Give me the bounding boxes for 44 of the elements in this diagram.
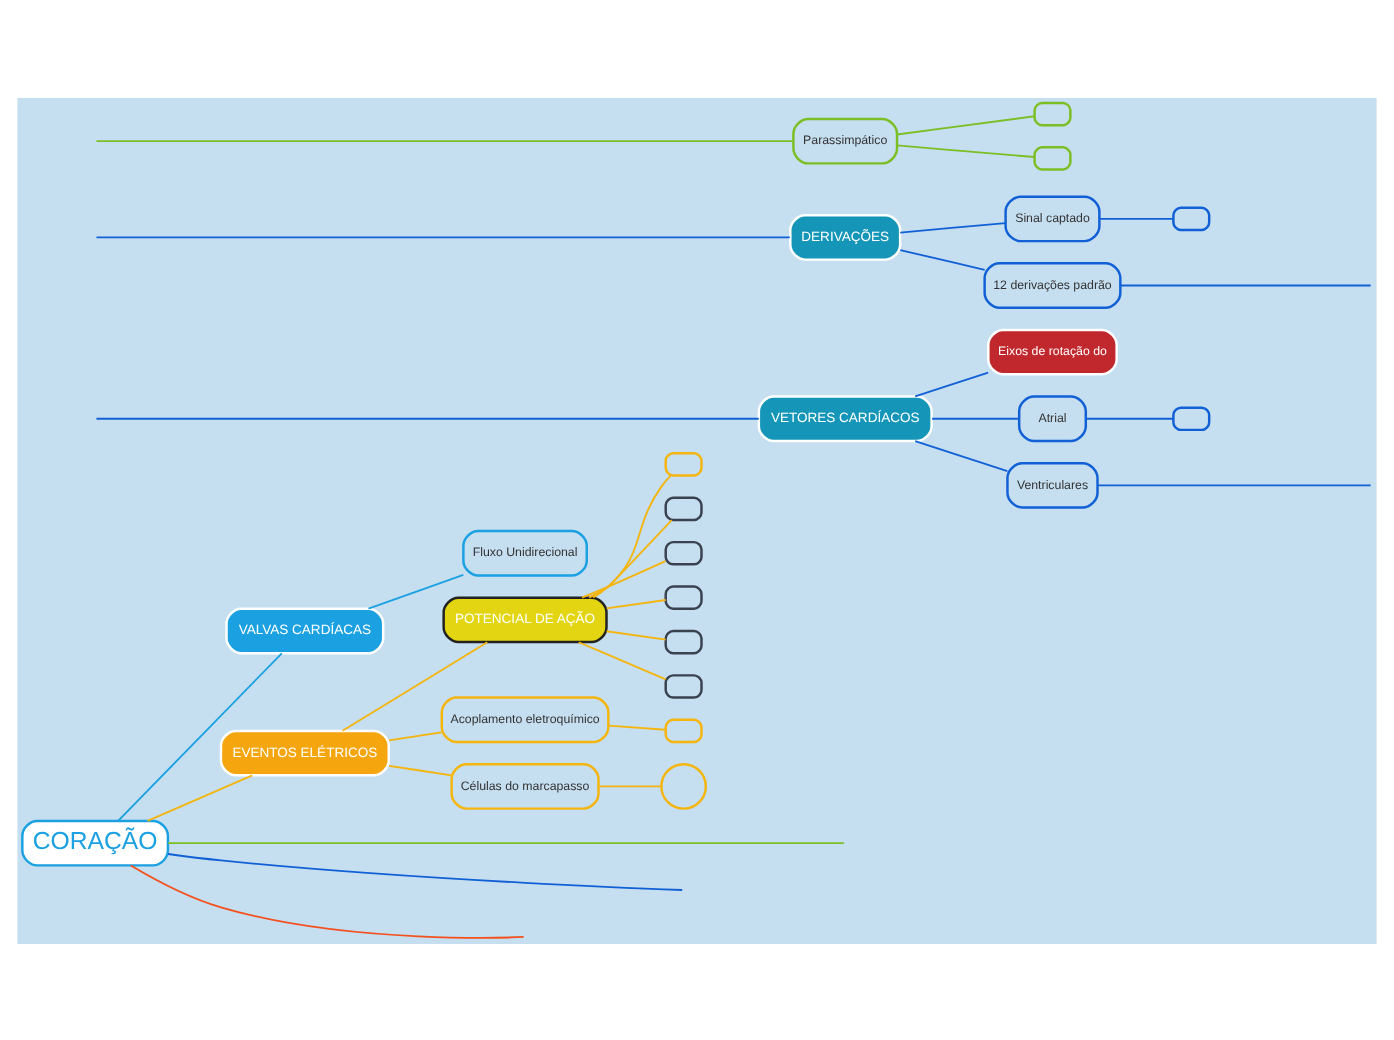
connector (388, 763, 453, 776)
connector (605, 598, 667, 609)
connector (581, 559, 667, 598)
connector (167, 852, 684, 890)
connector (129, 863, 525, 938)
connector (588, 518, 673, 598)
node-box (664, 584, 703, 609)
connector (167, 841, 845, 844)
connector (1119, 283, 1372, 286)
node-box (1172, 405, 1211, 431)
connector (341, 640, 489, 731)
node-box (664, 717, 703, 743)
connector (914, 439, 1009, 472)
node-box (1033, 145, 1072, 170)
connector (896, 143, 1036, 157)
connector (367, 572, 465, 609)
node-box (1172, 205, 1211, 231)
connector (577, 640, 667, 680)
node-box (664, 451, 703, 476)
connector (146, 773, 254, 821)
node-box (664, 628, 703, 654)
connector (899, 221, 1007, 233)
connector (1098, 216, 1175, 219)
connector (592, 473, 672, 598)
connector (605, 629, 667, 640)
node-circle (660, 761, 708, 809)
connector (95, 235, 791, 238)
connector (1085, 416, 1175, 419)
node-box (664, 539, 703, 565)
connector (914, 370, 990, 397)
node-box (1033, 100, 1072, 126)
connector (95, 139, 795, 142)
node-box: CORAÇÃO (21, 818, 170, 866)
node-box (664, 495, 703, 521)
connector (896, 114, 1036, 135)
connector (607, 723, 667, 730)
connector (95, 416, 760, 419)
node-box (664, 673, 703, 698)
connector (899, 248, 986, 270)
connector (597, 784, 663, 787)
connector (931, 416, 1020, 419)
connector (1096, 483, 1372, 486)
connector (388, 730, 443, 741)
connector (117, 651, 283, 821)
